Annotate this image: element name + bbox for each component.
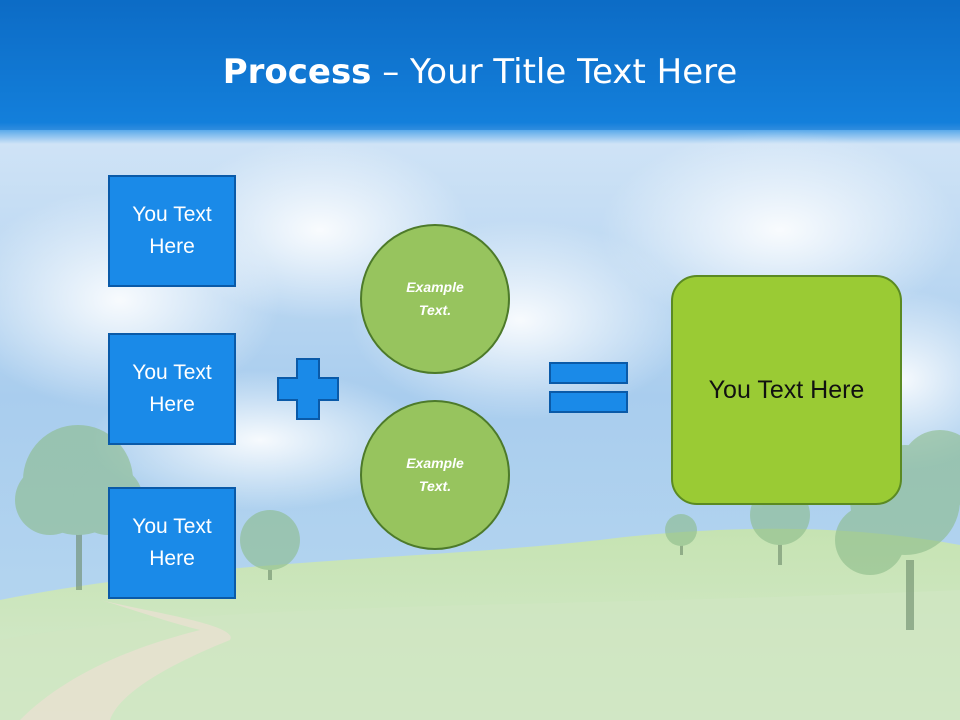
title-rest: – Your Title Text Here — [371, 52, 738, 92]
example-circle-1[interactable]: Example Text. — [360, 224, 510, 374]
title-bold: Process — [222, 52, 372, 92]
plus-icon — [277, 358, 339, 420]
input-box-1[interactable]: You Text Here — [108, 175, 236, 287]
result-box[interactable]: You Text Here — [671, 275, 902, 505]
example-circle-2[interactable]: Example Text. — [360, 400, 510, 550]
slide-title: Process – Your Title Text Here — [0, 52, 960, 92]
equals-icon — [549, 362, 628, 413]
input-box-2[interactable]: You Text Here — [108, 333, 236, 445]
input-box-3[interactable]: You Text Here — [108, 487, 236, 599]
